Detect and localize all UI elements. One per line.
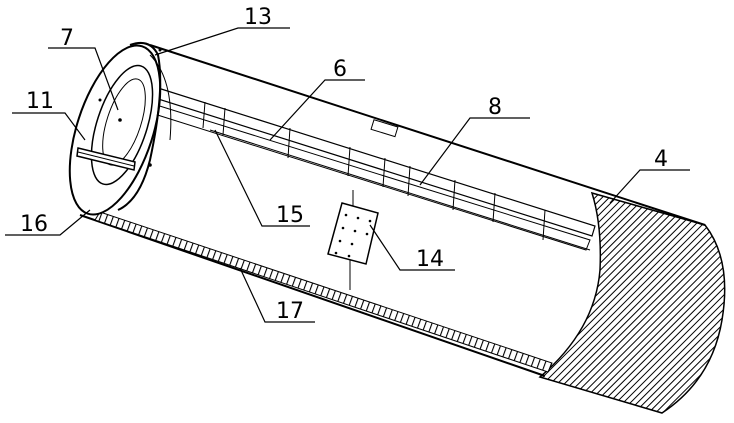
pipe-bottom-edge	[79, 214, 546, 377]
flange-side-band	[149, 54, 172, 141]
cross-bar-mid	[77, 151, 135, 167]
label-15: 15	[276, 203, 304, 228]
bottom-strip	[94, 211, 553, 373]
rail-panels	[202, 101, 591, 251]
flange-dots	[98, 48, 162, 167]
label-4: 4	[654, 147, 668, 172]
label-13: 13	[244, 5, 272, 30]
pipe-top-edge	[149, 44, 706, 226]
label-14: 14	[416, 247, 444, 272]
control-box	[327, 202, 379, 265]
control-box-dots	[334, 213, 372, 258]
label-16: 16	[20, 212, 48, 237]
top-fitting	[370, 119, 399, 138]
label-17: 17	[276, 299, 304, 324]
label-7: 7	[60, 26, 74, 51]
label-11: 11	[26, 89, 54, 114]
hatched-end-section	[538, 191, 726, 414]
label-6: 6	[333, 57, 347, 82]
label-8: 8	[488, 95, 502, 120]
flange-rim	[117, 42, 162, 211]
leader-lines	[5, 27, 690, 323]
